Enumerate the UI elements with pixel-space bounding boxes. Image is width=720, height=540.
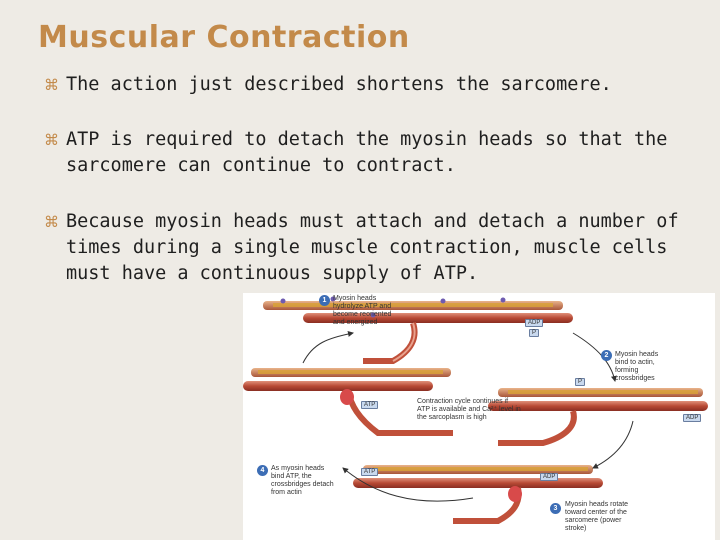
bullet-item: ⌘ The action just described shortens the… — [44, 72, 612, 98]
bullet-marker-icon: ⌘ — [44, 209, 59, 235]
adp-label: ADP — [525, 319, 543, 327]
atp-label: ATP — [361, 468, 378, 476]
contraction-cycle-diagram: 1 Myosin heads hydrolyze ATP and become … — [243, 293, 715, 540]
step-4-label: As myosin heads bind ATP, the crossbridg… — [271, 465, 361, 497]
bullet-text: The action just described shortens the s… — [66, 74, 612, 95]
bullet-item: ⌘ ATP is required to detach the myosin h… — [44, 127, 714, 179]
step-number-badge: 2 — [601, 350, 612, 361]
phosphate-label: P — [575, 378, 585, 386]
phosphate-label: P — [529, 329, 539, 337]
adp-label: ADP — [540, 473, 558, 481]
bullet-text: Because myosin heads must attach and det… — [66, 211, 679, 284]
slide-title: Muscular Contraction — [38, 20, 410, 55]
bullet-marker-icon: ⌘ — [44, 72, 59, 98]
filament-top — [263, 297, 573, 362]
step-1-label: Myosin heads hydrolyze ATP and become re… — [333, 295, 418, 327]
adp-label: ADP — [683, 414, 701, 422]
step-number-badge: 1 — [319, 295, 330, 306]
atp-label: ATP — [361, 401, 378, 409]
step-number-badge: 4 — [257, 465, 268, 476]
step-number-badge: 3 — [550, 503, 561, 514]
step-2-label: Myosin heads bind to actin, forming cros… — [615, 351, 700, 383]
bullet-text: ATP is required to detach the myosin hea… — [66, 129, 667, 176]
cycle-center-caption: Contraction cycle continues if ATP is av… — [417, 398, 557, 422]
bullet-marker-icon: ⌘ — [44, 127, 59, 153]
bullet-item: ⌘ Because myosin heads must attach and d… — [44, 209, 714, 287]
step-3-label: Myosin heads rotate toward center of the… — [565, 501, 675, 533]
